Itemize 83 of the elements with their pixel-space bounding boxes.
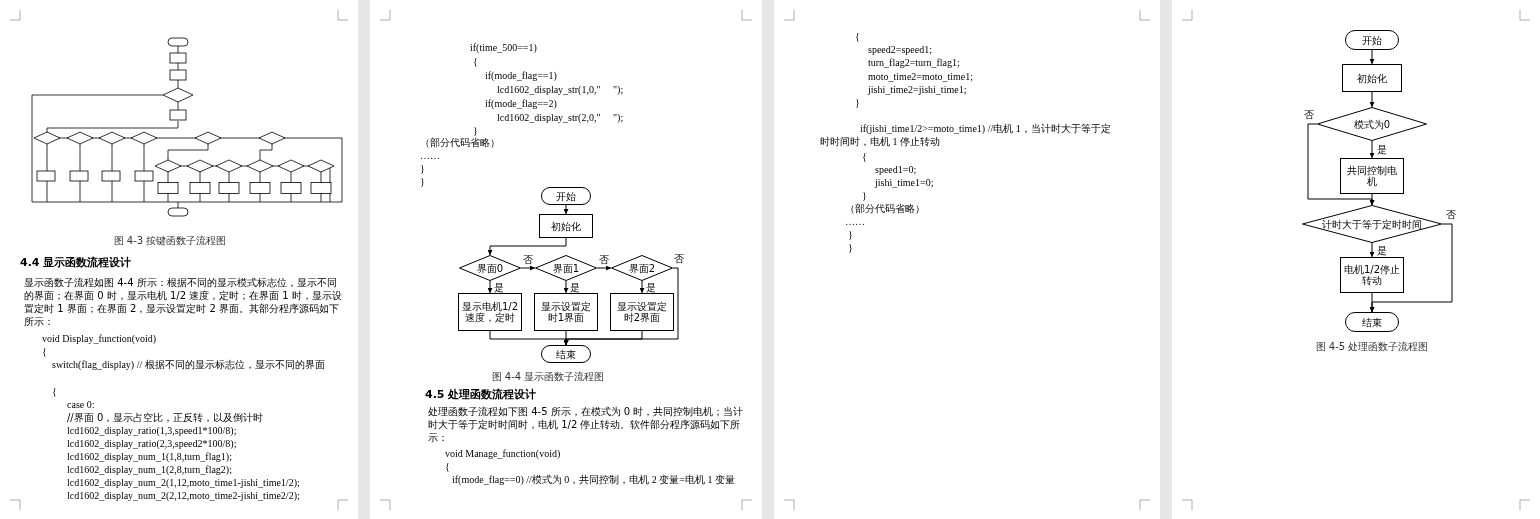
code-line: void Manage_function(void) <box>445 447 561 460</box>
code-line: { <box>52 385 57 398</box>
code-line: jishi_time1=0; <box>875 176 934 189</box>
arrow <box>563 280 569 294</box>
code-line: lcd1602_display_str(1,0," "); <box>497 83 624 96</box>
arrow <box>563 330 643 346</box>
code-line: { <box>445 460 450 473</box>
code-line: lcd1602_display_ratio(1,3,speed1*100/8); <box>67 424 237 437</box>
edge-label: 否 <box>523 254 533 265</box>
section-heading: 4.4 显示函数流程设计 <box>20 256 133 269</box>
code-line: } <box>855 96 860 109</box>
code-line: { <box>855 30 860 43</box>
arrow <box>487 280 493 294</box>
arrow <box>639 280 645 294</box>
edge-label: 是 <box>646 282 656 293</box>
code-line: if(mode_flag==1) <box>485 69 557 82</box>
decision-diamond: 计时大于等于定时时间 <box>1302 205 1442 243</box>
code-line: if(jishi_time1/2>=moto_time1) //电机 1，当计时大于等于定时时间时，电机 1 停止转动 <box>820 122 1112 148</box>
code-line: switch(flag_display) // 根据不同的显示标志位，显示不同的界面 <box>51 358 326 371</box>
body-text: //界面 0，显示占空比，正反转，以及倒计时 <box>67 411 264 424</box>
code-line: } <box>420 162 425 175</box>
decision-diamond: 界面1 <box>535 255 597 281</box>
code-line: lcd1602_display_num_1(1,8,turn_flag1); <box>67 450 232 463</box>
code-line: { <box>473 55 478 68</box>
arrow <box>1369 91 1375 108</box>
code-line: turn_flag2=turn_flag1; <box>868 56 960 69</box>
code-line: case 0: <box>67 398 95 411</box>
code-line: …… <box>420 149 440 162</box>
process-box: 共同控制电机 <box>1340 158 1404 194</box>
arrow <box>596 265 612 271</box>
edge-label: 是 <box>570 282 580 293</box>
arrow <box>563 204 569 215</box>
code-line: } <box>848 241 853 254</box>
process-box: 显示电机1/2速度，定时 <box>458 293 522 331</box>
body-text: （部分代码省略） <box>420 136 500 149</box>
process-box: 电机1/2停止转动 <box>1340 257 1404 293</box>
code-line: void Display_function(void) <box>42 332 157 345</box>
arrow <box>1369 193 1375 206</box>
code-line: if(mode_flag==2) <box>485 97 557 110</box>
process-box: 初始化 <box>1342 64 1402 92</box>
code-line: lcd1602_display_num_2(2,12,moto_time2-jishi_time2/2); <box>67 489 300 502</box>
arrow <box>1369 242 1375 258</box>
arrow <box>487 237 567 256</box>
edge-label: 是 <box>494 282 504 293</box>
code-line: speed1=0; <box>875 163 917 176</box>
code-line: } <box>848 228 853 241</box>
section-heading: 4.5 处理函数流程设计 <box>425 388 538 401</box>
code-line: lcd1602_display_str(2,0," "); <box>497 111 624 124</box>
code-line: } <box>473 124 478 137</box>
decision-diamond: 界面0 <box>459 255 521 281</box>
edge-label: 否 <box>674 253 684 264</box>
decision-diamond: 模式为0 <box>1317 107 1427 141</box>
edge-label: 否 <box>599 254 609 265</box>
edge-label: 是 <box>1377 245 1387 256</box>
code-line: lcd1602_display_num_1(2,8,turn_flag2); <box>67 463 232 476</box>
code-line: if(mode_flag==0) //模式为 0，共同控制，电机 2 变量=电机 1 变量 <box>451 473 736 486</box>
arrow <box>520 265 536 271</box>
arrow <box>1369 49 1375 65</box>
arrow <box>1369 292 1375 313</box>
process-box: 初始化 <box>539 214 593 238</box>
edge-label: 否 <box>1446 209 1456 220</box>
code-line: } <box>420 175 425 188</box>
code-line: { <box>862 150 867 163</box>
process-box: 显示设置定时2界面 <box>610 293 674 331</box>
process-box: 显示设置定时1界面 <box>534 293 598 331</box>
code-line: } <box>862 189 867 202</box>
edge-label: 是 <box>1377 144 1387 155</box>
code-line: lcd1602_display_num_2(1,12,moto_time1-jishi_time1/2); <box>67 476 300 489</box>
code-line: lcd1602_display_ratio(2,3,speed2*100/8); <box>67 437 237 450</box>
arrow <box>1369 140 1375 159</box>
figure-caption: 图 4-4 显示函数子流程图 <box>490 370 606 383</box>
code-line: if(time_500==1) <box>470 41 537 54</box>
body-text: （部分代码省略） <box>845 202 925 215</box>
code-line: …… <box>845 215 865 228</box>
figure-caption: 图 4-3 按键函数子流程图 <box>112 234 228 247</box>
code-line: jishi_time2=jishi_time1; <box>868 83 967 96</box>
figure-caption: 图 4-5 处理函数子流程图 <box>1314 340 1430 353</box>
code-line: moto_time2=moto_time1; <box>868 70 974 83</box>
decision-diamond: 界面2 <box>611 255 673 281</box>
code-line: speed2=speed1; <box>868 43 932 56</box>
code-line: { <box>42 345 47 358</box>
edge-label: 否 <box>1304 109 1314 120</box>
body-text: 显示函数子流程如图 4-4 所示：根据不同的显示模式标志位，显示不同的界面；在界面 0 时，显示电机 1/2 速度，定时；在界面 1 时，显示设置定时 1 界面；在界面 2，显示设置定时 2 界面。其部分程序源码如下所示： <box>24 276 342 328</box>
